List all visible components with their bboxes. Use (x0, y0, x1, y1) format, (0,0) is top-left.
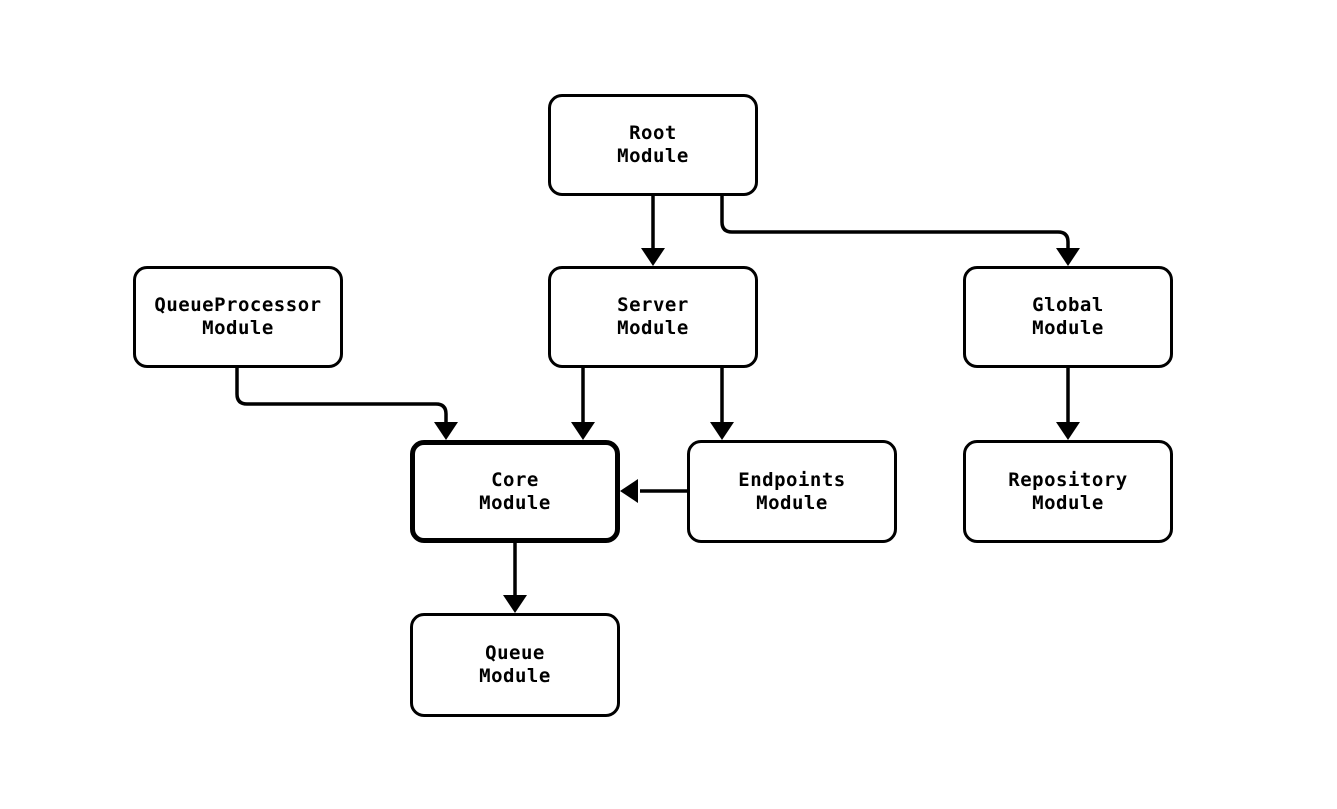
edge-line (235, 368, 448, 424)
edge-arrowhead (710, 422, 734, 440)
edge-server-to-endpoints (710, 368, 734, 440)
edge-line (720, 196, 1070, 250)
node-label-name: Global (1032, 294, 1104, 316)
node-label-name: Root (629, 122, 677, 144)
edge-endpoints-to-core (620, 479, 687, 503)
node-label-suffix: Module (617, 317, 689, 339)
node-label-name: Queue (485, 642, 545, 664)
node-label-name: Repository (1008, 468, 1128, 491)
edge-arrowhead (571, 422, 595, 440)
edge-root-to-global (720, 196, 1080, 266)
node-label-suffix: Module (1032, 317, 1104, 339)
edge-core-to-queue (503, 543, 527, 613)
edge-arrowhead (1056, 422, 1080, 440)
node-label-name: Server (617, 294, 689, 316)
edge-queueprocessor-to-core (235, 368, 458, 440)
node-label-name: Endpoints (738, 468, 846, 491)
node-label-suffix: Module (617, 145, 689, 167)
edge-arrowhead (641, 248, 665, 266)
edge-arrowhead (503, 595, 527, 613)
node-label-name: Core (491, 468, 539, 491)
node-label-suffix: Module (479, 491, 551, 514)
edge-arrowhead (1056, 248, 1080, 266)
edge-arrowhead (434, 422, 458, 440)
node-label-suffix: Module (202, 317, 274, 339)
edge-arrowhead (620, 479, 638, 503)
edge-server-to-core (571, 368, 595, 440)
node-label-suffix: Module (1032, 491, 1104, 514)
node-label-suffix: Module (756, 491, 828, 514)
node-label-name: QueueProcessor (154, 294, 322, 316)
edge-root-to-server (641, 196, 665, 266)
node-label-suffix: Module (479, 665, 551, 687)
edge-global-to-repository (1056, 368, 1080, 440)
